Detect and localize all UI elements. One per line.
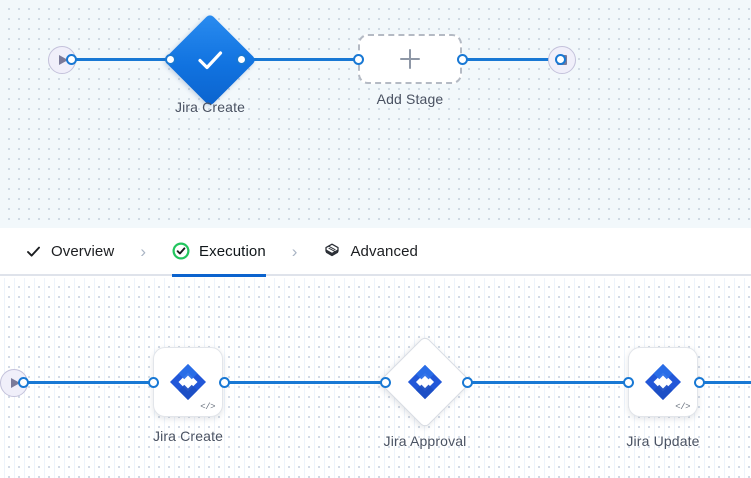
node-label-jira-update: Jira Update <box>626 433 700 449</box>
edge-add-stage-to-end <box>459 58 559 61</box>
plus-icon <box>400 49 420 69</box>
port-jira-create-in-bottom[interactable] <box>148 377 159 388</box>
pipeline-canvas-bottom[interactable]: </> Jira Create Jira Approval <box>0 278 751 478</box>
play-icon <box>59 55 68 65</box>
port-jira-create-out-bottom[interactable] <box>219 377 230 388</box>
pipeline-start-button-bottom[interactable] <box>0 369 28 397</box>
jira-icon <box>645 364 681 400</box>
port-end-in-top[interactable] <box>555 54 566 65</box>
check-circle-icon <box>172 242 190 260</box>
play-icon <box>11 378 20 388</box>
jira-icon <box>170 364 206 400</box>
stage-tabs: Overview › Execution › <box>0 227 751 277</box>
tab-label-advanced: Advanced <box>350 242 418 260</box>
layers-hexagon-icon <box>323 242 341 260</box>
edge-start-to-jira-create-bottom <box>22 381 156 384</box>
port-jira-update-in[interactable] <box>623 377 634 388</box>
port-start-out-bottom[interactable] <box>18 377 29 388</box>
edge-jira-approval-to-jira-update <box>468 381 628 384</box>
check-icon <box>24 242 42 260</box>
pipeline-canvas-top[interactable]: Jira Create Add Stage <box>0 0 751 228</box>
node-label-add-stage: Add Stage <box>376 91 444 107</box>
tab-advanced[interactable]: Advanced <box>323 227 418 275</box>
tab-active-indicator <box>171 274 266 277</box>
tab-label-overview: Overview <box>51 242 115 260</box>
port-jira-approval-out[interactable] <box>462 377 473 388</box>
add-stage-button[interactable] <box>358 34 462 84</box>
tab-execution[interactable]: Execution <box>171 227 266 277</box>
node-jira-create-bottom[interactable]: </> <box>153 347 223 417</box>
node-label-jira-approval: Jira Approval <box>383 433 467 449</box>
code-badge-icon: </> <box>200 402 215 412</box>
edge-jira-update-outgoing <box>698 381 751 384</box>
node-jira-approval[interactable] <box>378 335 472 429</box>
port-add-stage-out[interactable] <box>457 54 468 65</box>
edge-start-to-jira-create <box>70 58 180 61</box>
node-jira-create-top[interactable] <box>163 13 257 107</box>
node-label-jira-create-bottom: Jira Create <box>152 428 224 444</box>
port-add-stage-in[interactable] <box>353 54 364 65</box>
port-jira-approval-in[interactable] <box>380 377 391 388</box>
code-badge-icon: </> <box>675 402 690 412</box>
tab-label-execution: Execution <box>198 242 266 260</box>
tab-separator-chevron-icon: › <box>140 241 146 261</box>
node-jira-update[interactable]: </> <box>628 347 698 417</box>
edge-jira-create-to-jira-approval <box>225 381 385 384</box>
port-start-out-top[interactable] <box>66 54 77 65</box>
tab-overview[interactable]: Overview <box>24 227 114 275</box>
port-jira-create-in-top[interactable] <box>165 54 176 65</box>
port-jira-update-out[interactable] <box>694 377 705 388</box>
edge-jira-create-to-add-stage <box>240 58 362 61</box>
diamond-shape <box>378 335 472 429</box>
node-label-jira-create-top: Jira Create <box>174 99 246 115</box>
port-jira-create-out-top[interactable] <box>236 54 247 65</box>
tab-separator-chevron-icon-2: › <box>291 241 298 261</box>
